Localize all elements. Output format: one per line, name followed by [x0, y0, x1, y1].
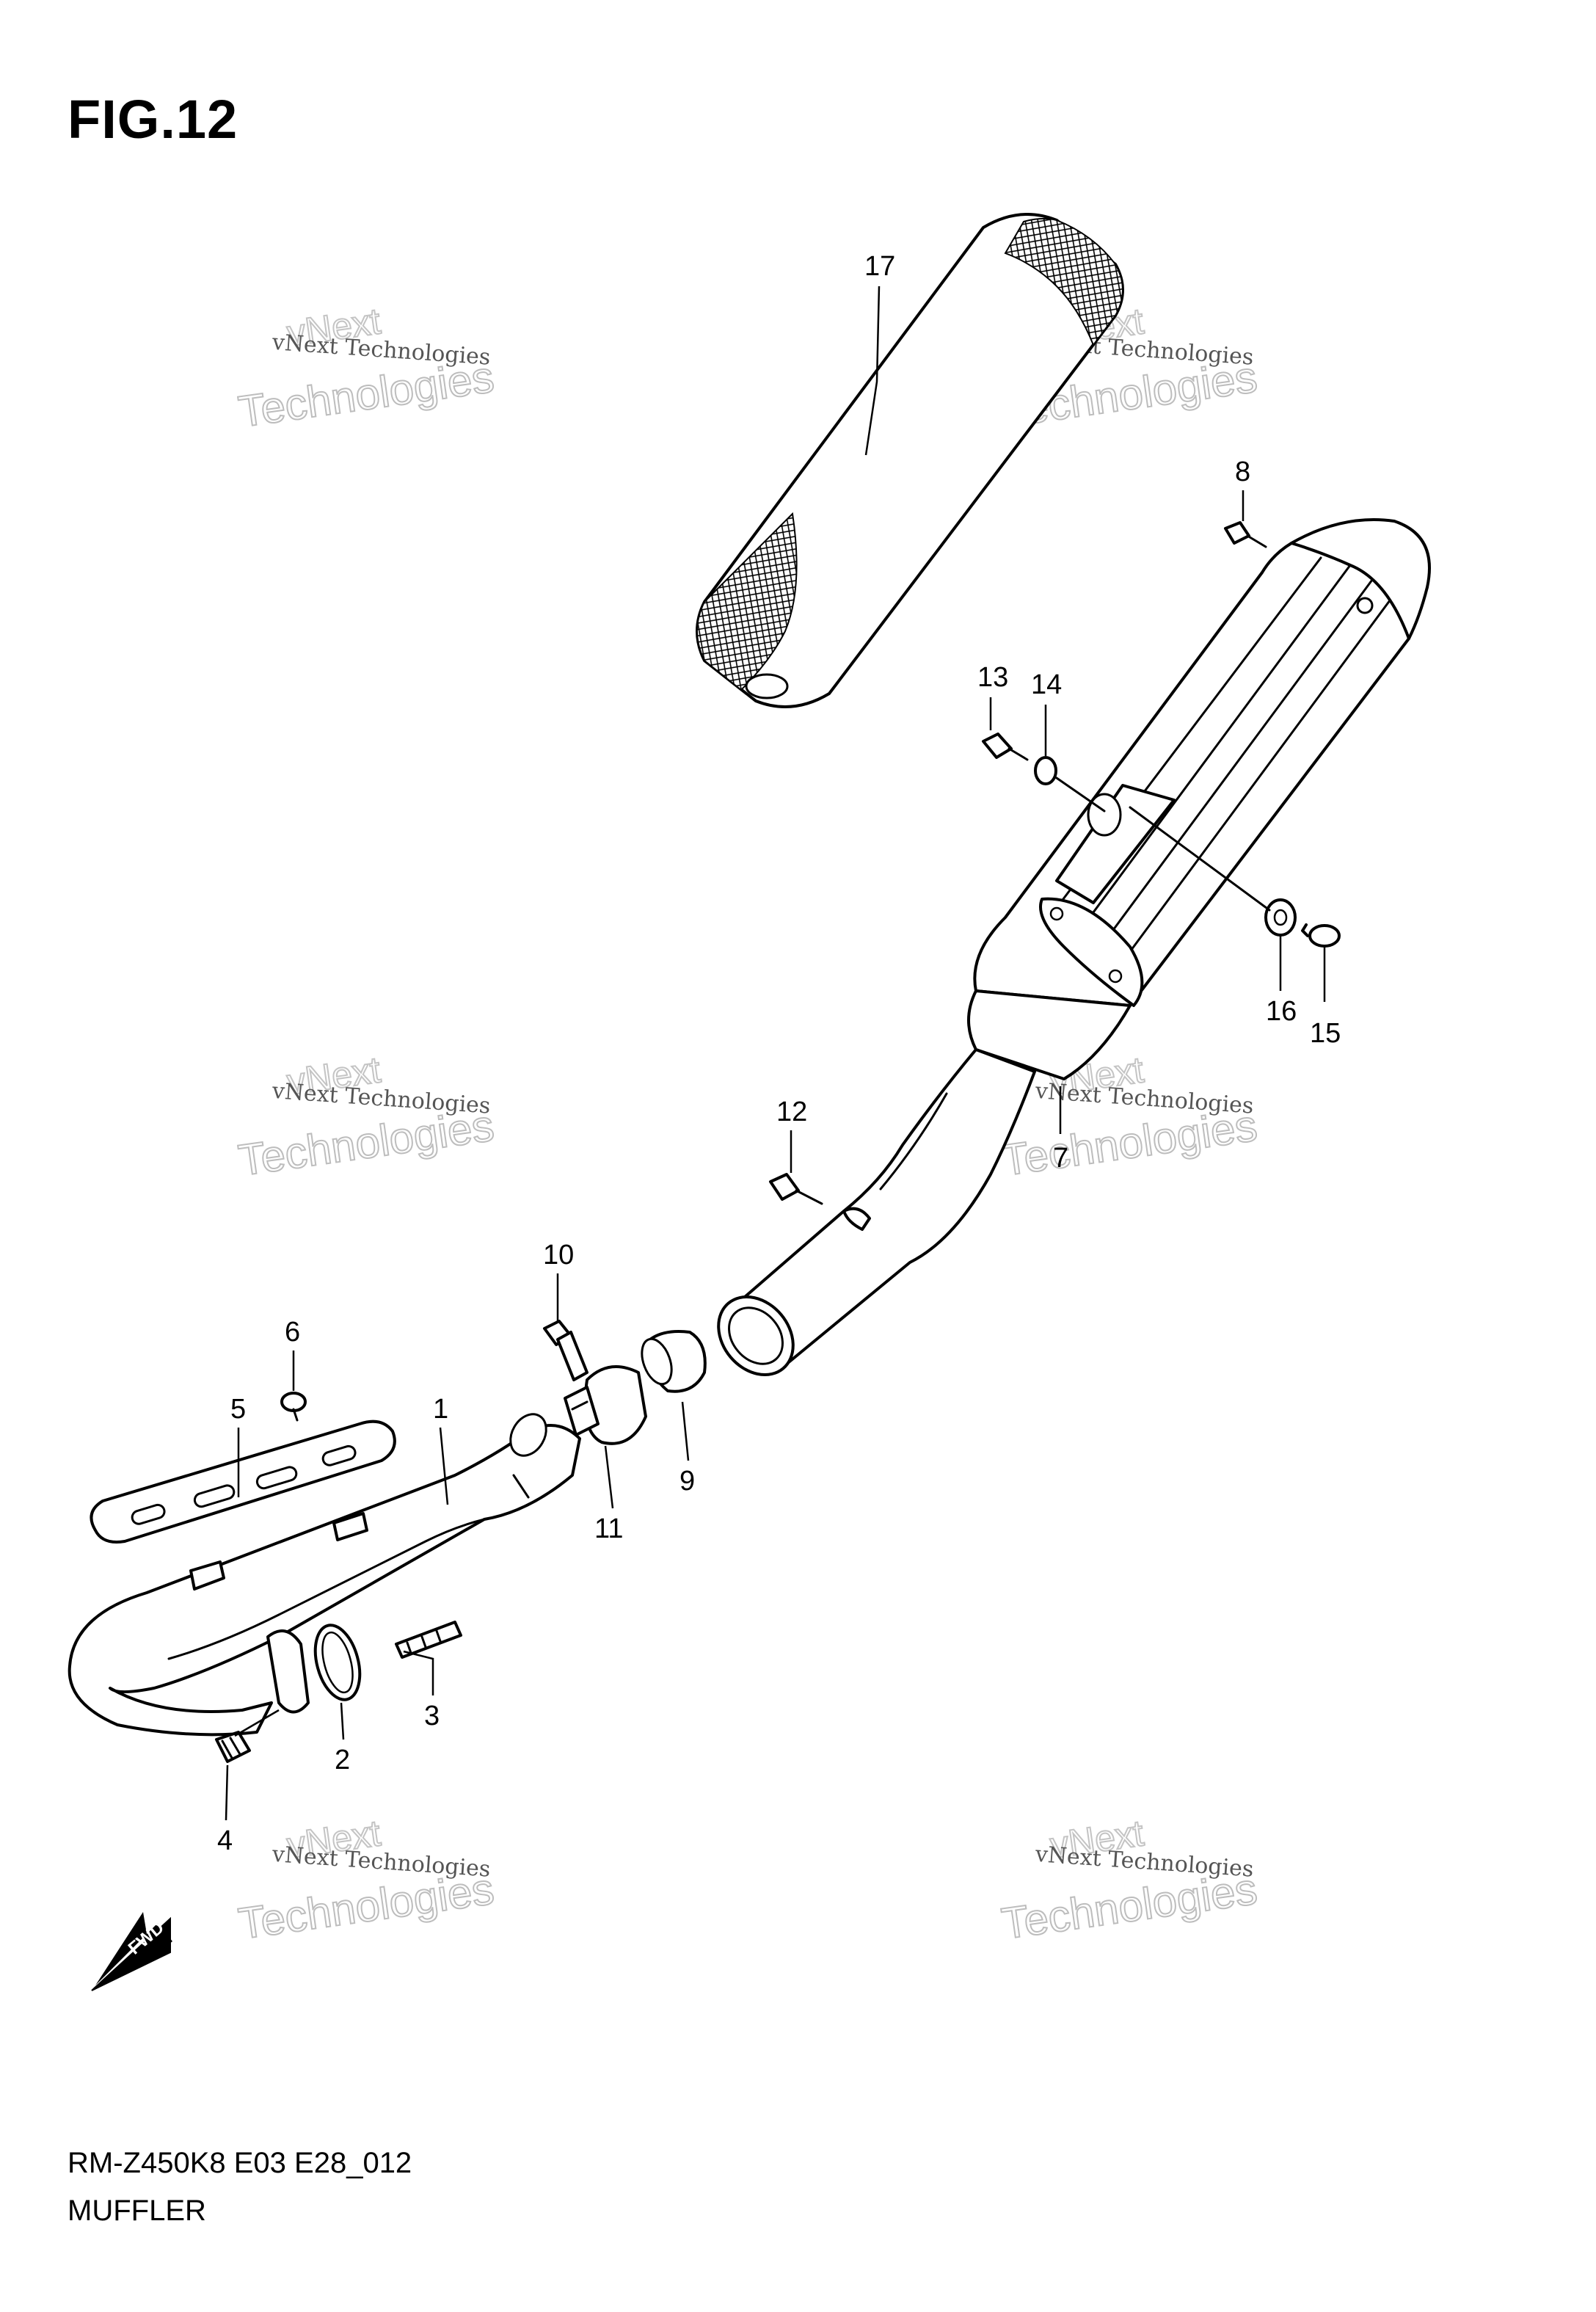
callout-16: 16 [1266, 996, 1297, 1027]
part-3-stud [395, 1621, 462, 1659]
part-2-gasket [313, 1624, 362, 1701]
section-name: MUFFLER [68, 2195, 206, 2227]
callout-5: 5 [230, 1394, 246, 1425]
callout-4: 4 [217, 1825, 233, 1856]
part-16-washer [1264, 898, 1297, 937]
part-7-muffler [717, 518, 1431, 1377]
callout-13: 13 [977, 662, 1008, 693]
part-12-bolt [769, 1173, 823, 1205]
part-15-bolt [1301, 923, 1341, 948]
callout-7: 7 [1053, 1143, 1068, 1174]
part-10-bolt [543, 1320, 589, 1381]
callout-12: 12 [776, 1097, 807, 1127]
callout-14: 14 [1031, 669, 1062, 700]
callout-6: 6 [285, 1317, 300, 1348]
part-9-gasket [641, 1330, 707, 1393]
callout-2: 2 [335, 1745, 350, 1775]
model-code: RM-Z450K8 E03 E28_012 [68, 2147, 412, 2179]
leader-lines [225, 286, 1326, 1821]
part-8-bolt [1224, 521, 1267, 548]
part-11-clamp [564, 1365, 647, 1445]
part-13-bolt [982, 733, 1029, 761]
part-17-muffler-protector [696, 213, 1124, 708]
callout-8: 8 [1235, 457, 1250, 487]
part-14-washer [1034, 756, 1057, 785]
part-6-screw [280, 1392, 307, 1422]
callout-1: 1 [433, 1394, 448, 1425]
figure-title: FIG.12 [68, 89, 238, 150]
part-5-heat-shield [90, 1419, 396, 1544]
callout-numbers: 17 8 13 14 16 15 12 7 10 6 5 1 9 11 3 2 … [217, 251, 1341, 1856]
callout-9: 9 [679, 1466, 695, 1497]
callout-15: 15 [1310, 1018, 1341, 1049]
forward-direction-arrow: FWD [91, 1912, 172, 1991]
callout-3: 3 [424, 1701, 440, 1731]
callout-17: 17 [864, 251, 895, 282]
part-1-exhaust-pipe [68, 1413, 581, 1737]
callout-10: 10 [543, 1240, 574, 1270]
part-4-nut [215, 1731, 251, 1763]
callout-11: 11 [594, 1513, 623, 1544]
